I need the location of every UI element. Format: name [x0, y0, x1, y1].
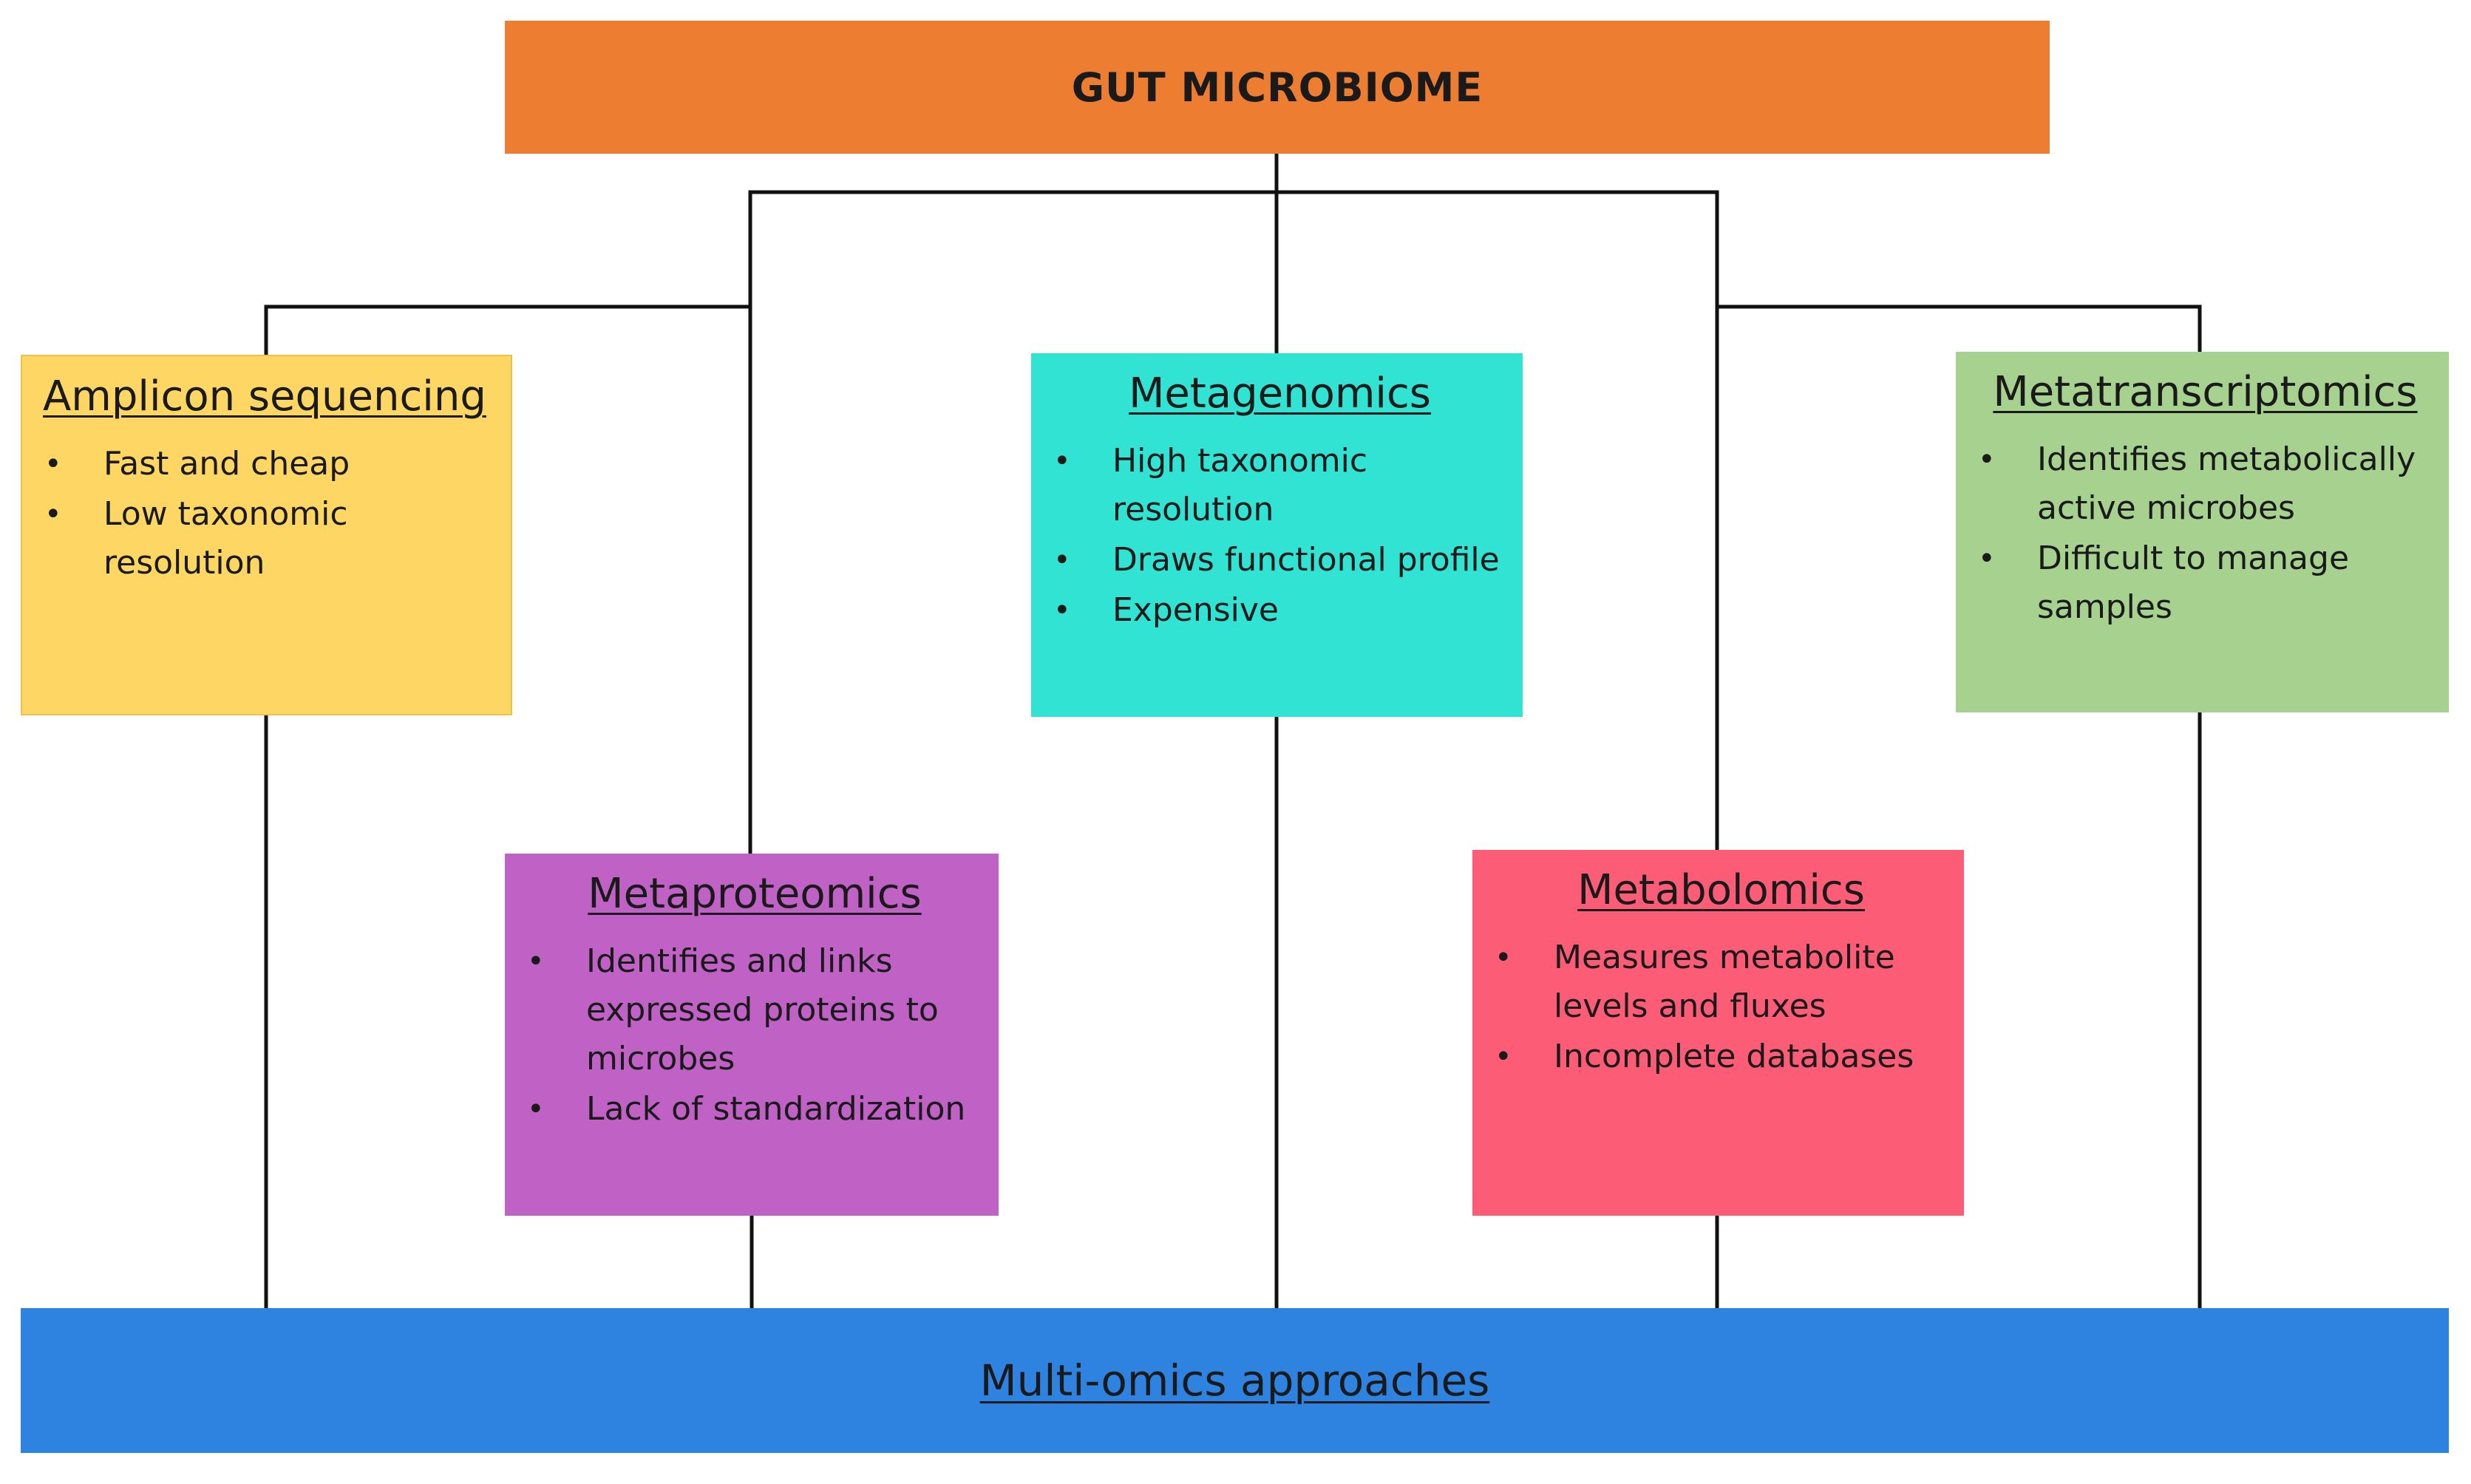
amplicon-sequencing-bullets: Fast and cheap Low taxonomic resolution — [43, 440, 496, 588]
amplicon-bullet: Fast and cheap — [43, 440, 496, 489]
metatranscriptomics-box: Metatranscriptomics Identifies metabolic… — [1956, 352, 2449, 712]
metatranscriptomics-bullet: Identifies metabolically active microbes — [1977, 435, 2434, 533]
amplicon-sequencing-title: Amplicon sequencing — [43, 372, 486, 421]
metagenomics-bullets: High taxonomic resolution Draws function… — [1052, 437, 1508, 635]
gut-microbiome-box: GUT MICROBIOME — [505, 21, 2050, 154]
amplicon-sequencing-box: Amplicon sequencing Fast and cheap Low t… — [21, 355, 512, 715]
metagenomics-box: Metagenomics High taxonomic resolution D… — [1031, 353, 1523, 717]
metabolomics-title: Metabolomics — [1577, 866, 1865, 914]
gut-microbiome-title: GUT MICROBIOME — [1071, 64, 1483, 111]
metatranscriptomics-bullets: Identifies metabolically active microbes… — [1977, 435, 2434, 632]
multi-omics-title: Multi-omics approaches — [979, 1355, 1490, 1406]
multi-omics-box: Multi-omics approaches — [21, 1308, 2449, 1453]
metaproteomics-bullet: Identifies and links expressed proteins … — [526, 937, 984, 1083]
metatranscriptomics-bullet: Difficult to manage samples — [1977, 534, 2434, 632]
metagenomics-bullet: Expensive — [1052, 586, 1508, 635]
metabolomics-bullet: Measures metabolite levels and fluxes — [1493, 933, 1949, 1031]
metagenomics-title: Metagenomics — [1129, 370, 1431, 418]
metagenomics-bullet: High taxonomic resolution — [1052, 437, 1508, 534]
metatranscriptomics-title: Metatranscriptomics — [1993, 368, 2418, 416]
metabolomics-bullets: Measures metabolite levels and fluxes In… — [1493, 933, 1949, 1081]
amplicon-bullet: Low taxonomic resolution — [43, 490, 496, 588]
metaproteomics-bullets: Identifies and links expressed proteins … — [526, 937, 984, 1134]
metaproteomics-title: Metaproteomics — [588, 870, 922, 918]
metaproteomics-box: Metaproteomics Identifies and links expr… — [505, 854, 999, 1216]
metabolomics-bullet: Incomplete databases — [1493, 1032, 1949, 1081]
metaproteomics-bullet: Lack of standardization — [526, 1085, 984, 1134]
metagenomics-bullet: Draws functional profile — [1052, 536, 1508, 585]
metabolomics-box: Metabolomics Measures metabolite levels … — [1472, 850, 1964, 1216]
